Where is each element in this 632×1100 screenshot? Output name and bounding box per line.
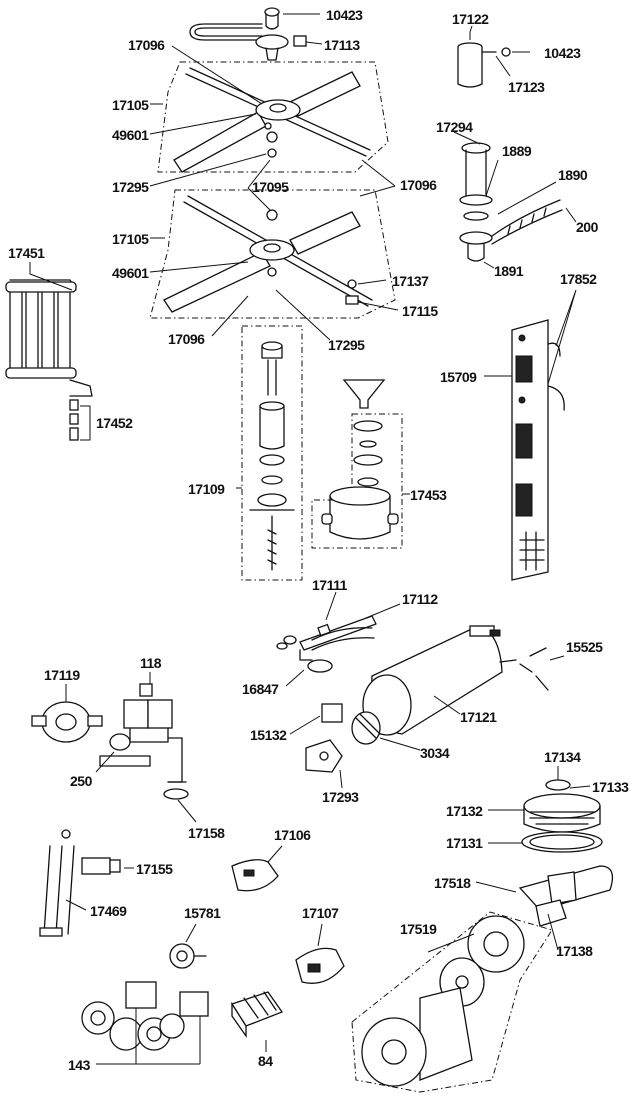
label-17295-bottom: 17295 [328,337,365,353]
label-118: 118 [140,655,162,671]
circulation-pump-assembly [351,766,614,1093]
label-17294: 17294 [436,119,473,135]
label-17115: 17115 [402,303,438,319]
label-17519: 17519 [400,921,437,937]
label-17134: 17134 [544,749,581,765]
part-number-labels: 10423 17096 17113 17105 49601 17295 1709… [8,7,630,1073]
label-17123: 17123 [508,79,545,95]
label-15525: 15525 [566,639,603,655]
label-10423-right: 10423 [544,45,581,61]
label-17107: 17107 [302,905,339,921]
label-17138: 17138 [556,943,593,959]
label-17111: 17111 [312,577,348,593]
label-17133: 17133 [592,779,629,795]
control-panel [484,289,577,581]
label-49601-mid: 49601 [112,265,149,281]
label-16847: 16847 [242,681,279,697]
label-15709: 15709 [440,369,477,385]
label-17121: 17121 [460,709,497,725]
label-17158: 17158 [188,825,225,841]
label-17518: 17518 [434,875,471,891]
label-1890: 1890 [558,167,588,183]
label-3034: 3034 [420,745,450,761]
label-143: 143 [68,1057,91,1073]
label-84: 84 [258,1053,273,1069]
label-17131: 17131 [446,835,483,851]
label-17106: 17106 [274,827,311,843]
solenoid-valve-assembly [31,672,197,823]
label-15781: 15781 [184,905,221,921]
label-15132: 15132 [250,727,287,743]
label-17105-top: 17105 [112,97,149,113]
label-17095: 17095 [252,179,289,195]
label-17295-top: 17295 [112,179,149,195]
label-17122: 17122 [452,11,489,27]
label-17453: 17453 [410,487,447,503]
label-17109: 17109 [188,481,225,497]
label-17452: 17452 [96,415,133,431]
pump-column-assembly [236,325,410,581]
label-17096-top: 17096 [128,37,165,53]
label-17155: 17155 [136,861,173,877]
label-200: 200 [576,219,599,235]
label-17137: 17137 [392,273,429,289]
label-49601-top: 49601 [112,127,149,143]
label-17096-bottom: 17096 [168,331,205,347]
label-10423-top: 10423 [326,7,363,23]
soap-dispenser-parts [457,25,530,88]
label-1891: 1891 [494,263,524,279]
label-250: 250 [70,773,93,789]
heater-radiator [5,262,93,441]
label-17113: 17113 [324,37,360,53]
label-17112: 17112 [402,591,438,607]
label-17293: 17293 [322,789,359,805]
misc-controls [39,829,345,1065]
label-17469: 17469 [90,903,127,919]
label-17451: 17451 [8,245,45,261]
upper-wash-arm-assembly [149,7,399,341]
label-17105-mid: 17105 [112,231,149,247]
label-17132: 17132 [446,803,483,819]
boiler-assembly [276,591,565,789]
label-17852: 17852 [560,271,597,287]
label-17096-right: 17096 [400,177,437,193]
label-1889: 1889 [502,143,532,159]
drain-assembly [453,131,577,269]
label-17119: 17119 [44,667,80,683]
